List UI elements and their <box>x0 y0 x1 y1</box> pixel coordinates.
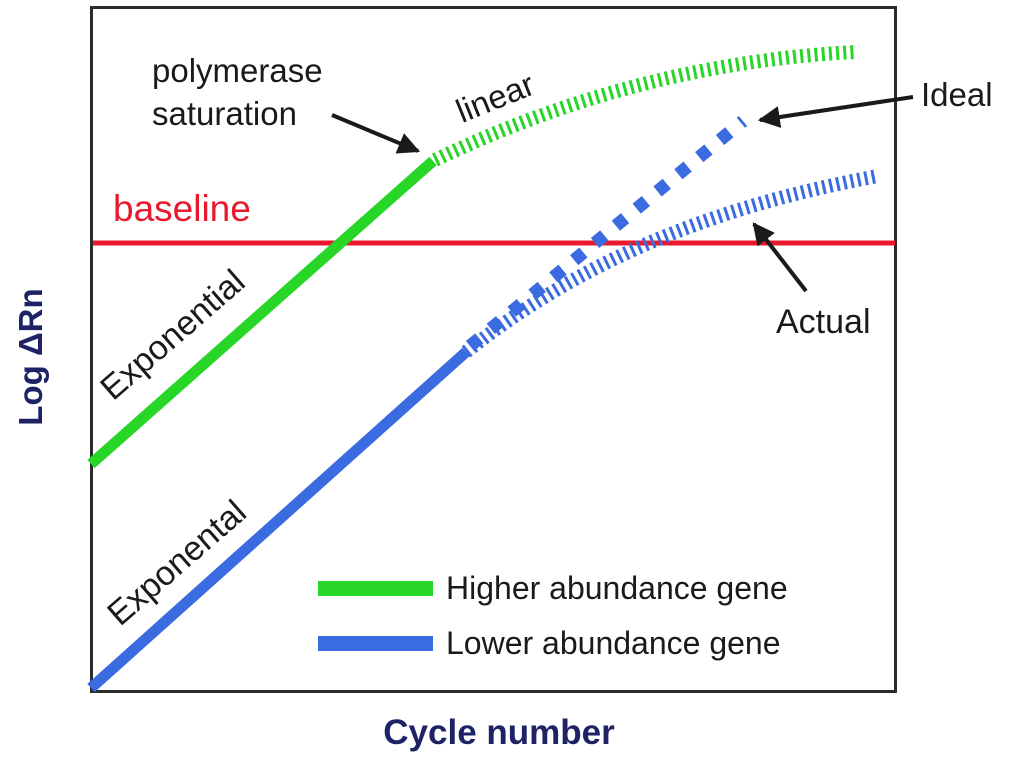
blue-actual-hatched-curve <box>461 169 880 358</box>
ideal-label: Ideal <box>921 76 993 113</box>
legend-item-higher-abundance: Higher abundance gene <box>318 569 788 606</box>
legend-label-lower-abundance: Lower abundance gene <box>446 624 781 661</box>
legend-item-lower-abundance: Lower abundance gene <box>318 624 781 661</box>
blue-legend-swatch <box>318 635 433 651</box>
actual-label: Actual <box>776 303 871 341</box>
actual-arrow <box>752 222 808 293</box>
green-exponential-line <box>87 156 437 469</box>
baseline-label: baseline <box>113 188 251 229</box>
green-linear-hatched-curve <box>431 45 856 167</box>
blue-ideal-dashed-line <box>465 115 748 352</box>
ideal-arrow <box>757 95 914 128</box>
y-axis-label: Log ΔRn <box>12 288 49 426</box>
polymerase-saturation-arrow <box>331 113 421 154</box>
x-axis-label: Cycle number <box>383 713 615 752</box>
blue-exponential-line <box>87 347 470 693</box>
plot-border <box>90 6 897 693</box>
polymerase-saturation-label: polymerase saturation <box>152 52 323 132</box>
legend-label-higher-abundance: Higher abundance gene <box>446 569 788 606</box>
green-legend-swatch <box>318 580 433 596</box>
